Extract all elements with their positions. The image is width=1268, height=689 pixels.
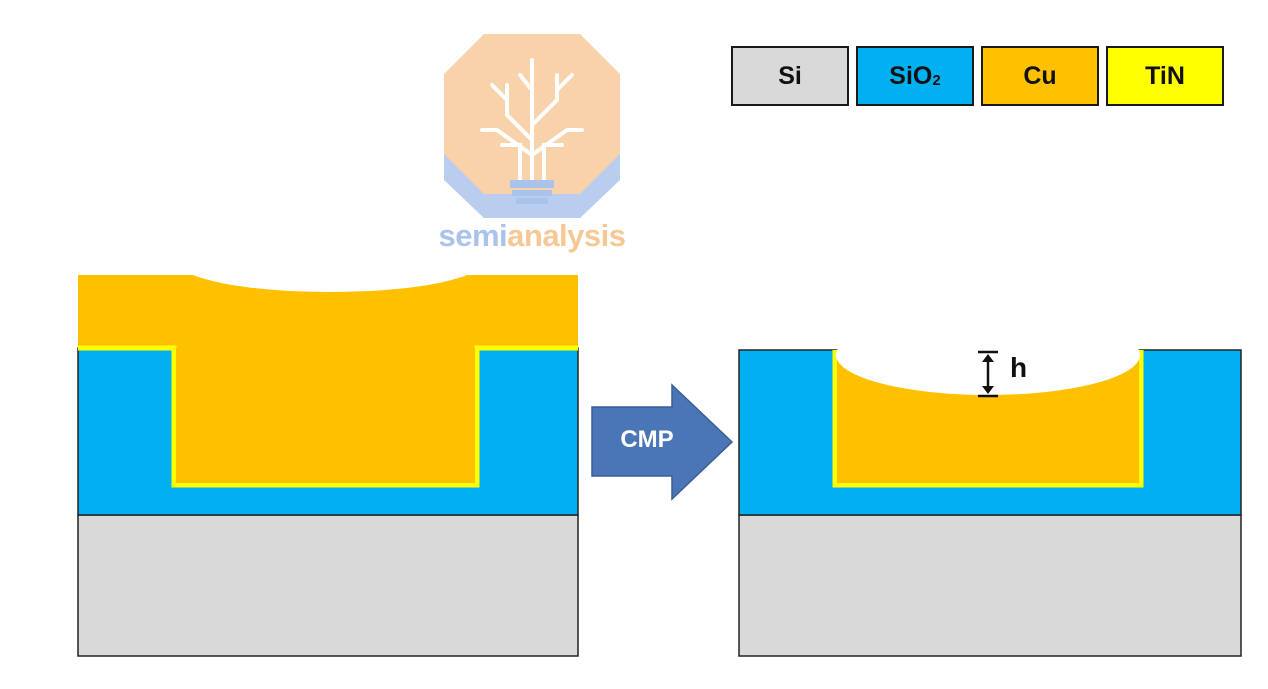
semianalysis-logo-icon [444, 34, 620, 218]
tin-liner-right [832, 350, 1144, 488]
legend-cu: Cu [981, 46, 1099, 106]
dishing-dimension-marker [978, 350, 998, 398]
si-substrate-left [77, 514, 579, 657]
cmp-arrow [591, 383, 734, 501]
cmp-arrow-label: CMP [620, 426, 674, 453]
dishing-height-label: h [1010, 352, 1028, 383]
legend-si: Si [731, 46, 849, 106]
si-substrate-right [738, 514, 1242, 657]
semianalysis-watermark-text: semianalysis [438, 218, 626, 253]
cu-fill-left [176, 348, 475, 483]
legend-tin: TiN [1106, 46, 1224, 106]
cu-surface-dish-left [178, 232, 482, 292]
after-cmp-stack [738, 315, 1242, 657]
before-cmp-stack [77, 232, 579, 657]
tin-liner-left [78, 345, 578, 488]
